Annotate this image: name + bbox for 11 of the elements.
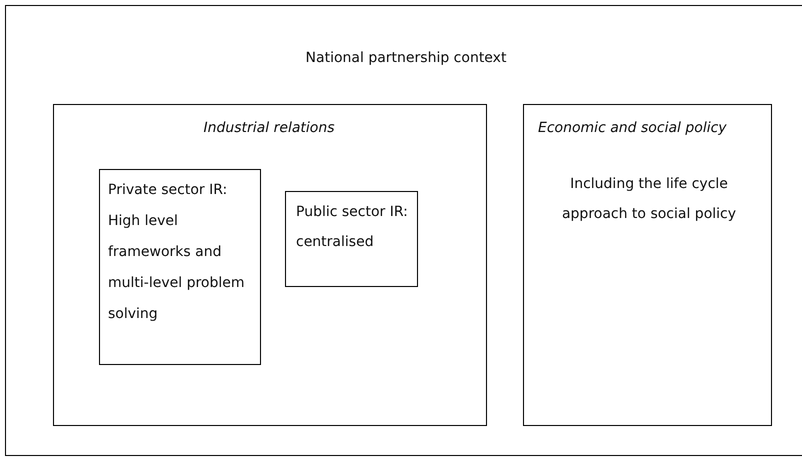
box-heading: Industrial relations — [202, 120, 336, 136]
box-text: Including the life cycle approach to social policy — [560, 175, 738, 224]
box-heading: Economic and social policy — [538, 120, 728, 136]
container-box — [5, 5, 802, 456]
container-box — [523, 104, 772, 426]
container-box — [53, 104, 487, 426]
container-box — [99, 169, 261, 365]
box-text: Public sector IR: centralised — [296, 203, 409, 252]
box-heading: National partnership context — [304, 50, 508, 66]
box-text: Private sector IR: High level frameworks and multi-level problem solving — [108, 181, 246, 324]
container-box — [285, 191, 418, 287]
